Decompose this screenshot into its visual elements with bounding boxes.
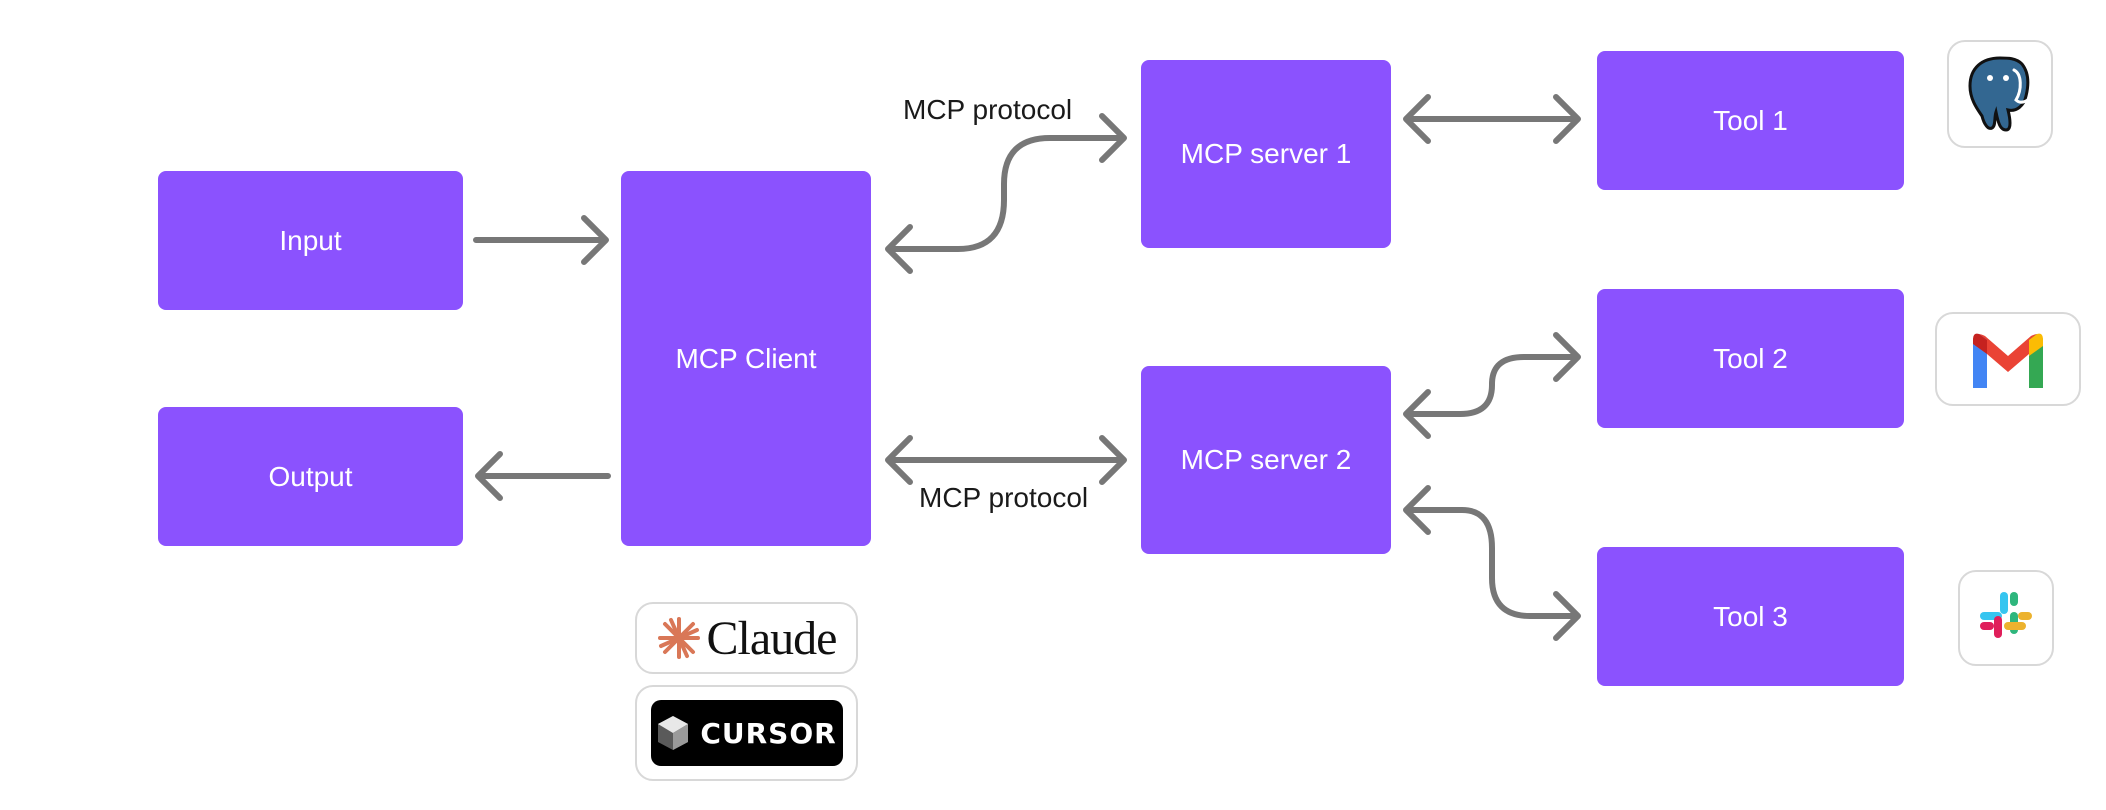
mcp-client-label: MCP Client [675,342,817,374]
arrow-client-server2 [885,435,1127,485]
arrow-client-server1 [885,113,1127,274]
output-node-label: Output [268,460,353,492]
arrow-server2-tool2 [1403,332,1581,439]
tool-2-node: Tool 2 [1597,289,1904,428]
mcp-server-1-node: MCP server 1 [1141,60,1391,248]
tool-1-node: Tool 1 [1597,51,1904,190]
mcp-server-1-label: MCP server 1 [1180,138,1352,169]
cursor-badge: CURSOR [650,700,843,766]
mcp-client-node: MCP Client [621,171,871,546]
cursor-logo [658,716,689,750]
arrow-server1-tool1 [1403,94,1581,144]
claude-tile: Claude [635,602,858,674]
slack-icon [1980,592,2032,638]
gmail-icon [1973,333,2043,388]
postgresql-icon [1968,56,2032,132]
input-node-label: Input [279,224,342,256]
claude-wordmark: Claude [706,611,838,665]
mcp-server-2-node: MCP server 2 [1141,366,1391,554]
tool-1-label: Tool 1 [1713,104,1788,136]
edge-label-client-server1: MCP protocol [903,94,1073,125]
output-node: Output [158,407,463,546]
arrow-client-to-output [475,451,611,501]
slack-tile [1958,570,2054,666]
edge-label-client-server2: MCP protocol [919,482,1089,513]
arrow-server2-tool3 [1403,485,1581,641]
tool-3-label: Tool 3 [1713,600,1788,632]
tool-2-label: Tool 2 [1713,342,1788,374]
claude-logo [657,617,700,659]
input-node: Input [158,171,463,310]
postgresql-tile [1947,40,2053,148]
gmail-tile [1935,312,2081,406]
cursor-wordmark: CURSOR [700,716,837,750]
arrow-input-to-client [473,215,609,265]
cursor-tile: CURSOR [635,685,858,781]
mcp-server-2-label: MCP server 2 [1180,444,1352,475]
tool-3-node: Tool 3 [1597,547,1904,686]
